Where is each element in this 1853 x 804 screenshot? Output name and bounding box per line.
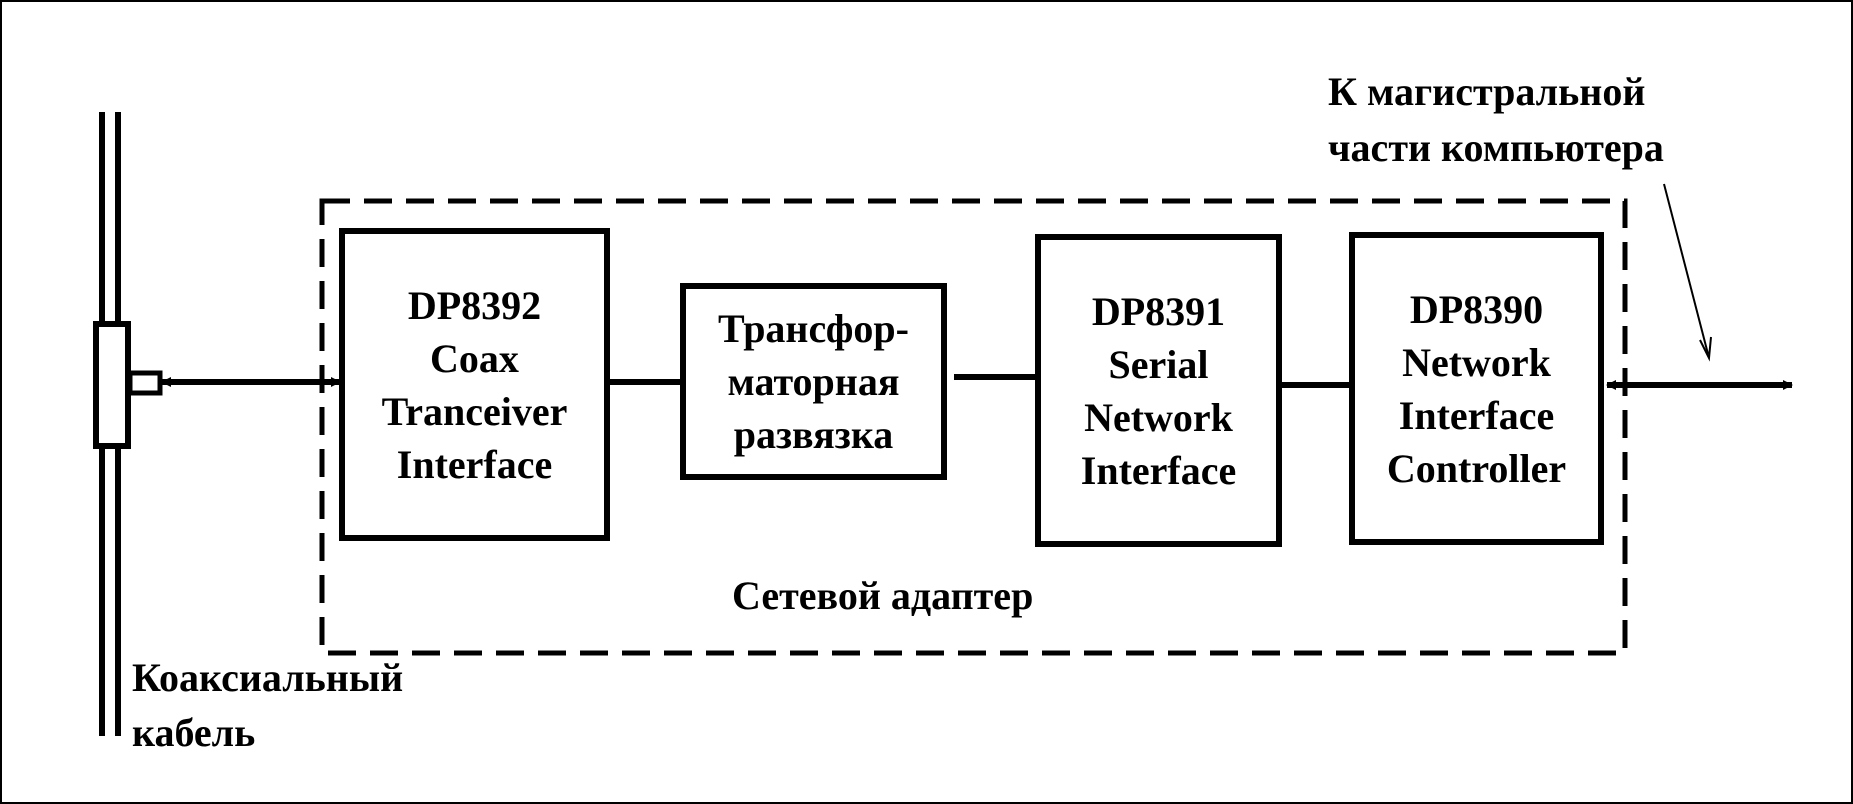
computer-bus-label-line-1: К магистральной (1328, 69, 1646, 114)
network-adapter-label: Сетевой адаптер (732, 573, 1034, 618)
coax-cable-label-line-2: кабель (132, 710, 256, 755)
computer-bus-label-line-2: части компьютера (1328, 125, 1664, 170)
block-dp8392 (339, 228, 610, 541)
network-adapter-boundary (319, 198, 1628, 656)
dp8391-label: DP8391 Serial Network Interface (1041, 240, 1276, 541)
dp8391-line-4: Interface (1080, 447, 1237, 493)
transformer-line-3: развязка (733, 412, 894, 457)
dp8391-line-1: DP8391 (1091, 288, 1226, 334)
dp8392-line-2: Coax (430, 335, 519, 381)
computer-bus-label: К магистральной части компьютера (1328, 64, 1664, 176)
t-connector-stub (127, 370, 163, 396)
dp8392-label: DP8392 Coax Tranceiver Interface (345, 234, 604, 535)
t-connector (93, 321, 131, 449)
dp8392-line-1: DP8392 (407, 282, 542, 328)
bus-label-pointer-head (1699, 336, 1712, 362)
dp8390-line-1: DP8390 (1409, 286, 1544, 332)
bus-label-pointer (1663, 183, 1709, 355)
coax-cable-label: Коаксиальный кабель (132, 650, 403, 760)
dp8390-label: DP8390 Network Interface Controller (1355, 238, 1598, 539)
transformer-line-2: маторная (727, 359, 900, 404)
block-dp8390 (1349, 232, 1604, 545)
dp8392-line-4: Interface (396, 441, 553, 487)
block-dp8391 (1035, 234, 1282, 547)
transformer-label: Трансфор- маторная развязка (686, 289, 941, 474)
transformer-line-1: Трансфор- (718, 306, 909, 351)
dp8391-line-2: Serial (1108, 341, 1209, 387)
coax-cable-label-line-1: Коаксиальный (132, 655, 404, 700)
dp8391-line-3: Network (1084, 394, 1233, 440)
dp8390-line-2: Network (1402, 339, 1551, 385)
dp8390-line-3: Interface (1398, 392, 1555, 438)
dp8390-line-4: Controller (1386, 445, 1567, 491)
dp8392-line-3: Tranceiver (381, 388, 568, 434)
